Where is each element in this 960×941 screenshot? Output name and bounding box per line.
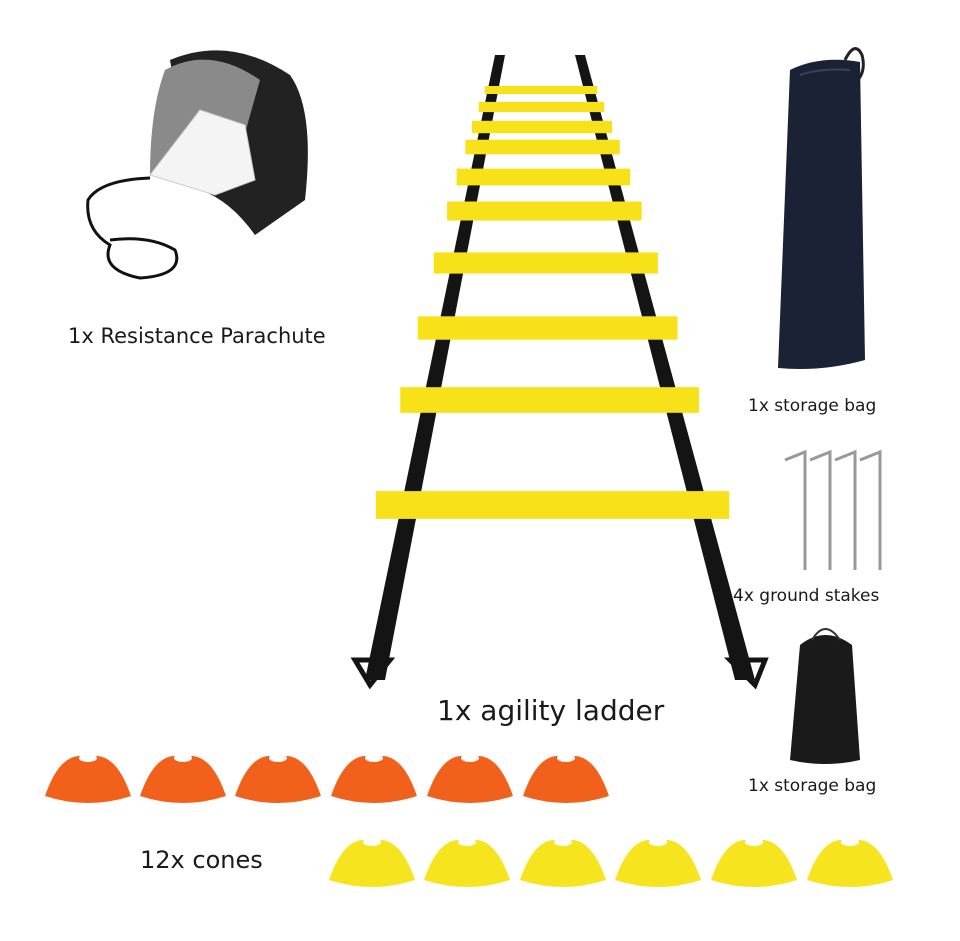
cone-yellow-hole xyxy=(363,838,381,846)
ladder-left-loop xyxy=(350,657,396,690)
cone-orange-hole xyxy=(79,754,97,762)
ladder-rung xyxy=(465,139,620,155)
cone-orange xyxy=(140,754,226,803)
cone-yellow-body xyxy=(615,840,701,887)
cone-yellow xyxy=(329,838,415,887)
cone-yellow-body xyxy=(807,840,893,887)
ladder-rung xyxy=(400,387,700,413)
cone-orange xyxy=(427,754,513,803)
parachute-label: 1x Resistance Parachute xyxy=(68,324,326,348)
ladder-rung xyxy=(472,120,613,134)
cone-orange xyxy=(523,754,609,803)
cone-yellow xyxy=(711,838,797,887)
agility-ladder-label: 1x agility ladder xyxy=(437,694,665,727)
cone-orange-body xyxy=(235,756,321,803)
ground-stake xyxy=(859,449,882,570)
cone-yellow-hole xyxy=(458,838,476,846)
ground-stakes-icon xyxy=(784,449,882,570)
cone-orange-hole xyxy=(365,754,383,762)
parachute-icon xyxy=(86,50,308,280)
cone-yellow-hole xyxy=(841,838,859,846)
cone-yellow xyxy=(424,838,510,887)
cone-yellow-body xyxy=(711,840,797,887)
storage-bag-large-label: 1x storage bag xyxy=(748,396,877,416)
storage-bag-large-icon xyxy=(778,47,865,369)
ladder-right-loop xyxy=(723,657,769,690)
cone-yellow-body xyxy=(424,840,510,887)
ladder-rung xyxy=(456,168,631,186)
cone-orange-hole xyxy=(174,754,192,762)
cone-orange xyxy=(331,754,417,803)
cone-yellow-body xyxy=(329,840,415,887)
cone-orange-body xyxy=(427,756,513,803)
cone-orange-hole xyxy=(557,754,575,762)
cone-orange-hole xyxy=(461,754,479,762)
cone-yellow-hole xyxy=(554,838,572,846)
ladder-rung xyxy=(447,201,642,221)
ladder-rung xyxy=(375,491,730,519)
ladder-rung xyxy=(417,316,678,340)
storage-bag-small-label: 1x storage bag xyxy=(748,776,877,796)
storage-bag-small-icon xyxy=(790,628,860,764)
ladder-rung xyxy=(433,252,658,274)
cone-yellow-body xyxy=(520,840,606,887)
cone-orange-body xyxy=(331,756,417,803)
ground-stake xyxy=(809,449,832,570)
cone-orange-body xyxy=(140,756,226,803)
cones-label: 12x cones xyxy=(140,846,263,874)
agility-ladder-icon xyxy=(350,55,769,690)
ground-stake xyxy=(834,449,857,570)
cone-yellow-hole xyxy=(745,838,763,846)
cone-orange-body xyxy=(523,756,609,803)
cone-orange-body xyxy=(45,756,131,803)
ladder-rung xyxy=(478,101,605,113)
cone-yellow-hole xyxy=(649,838,667,846)
cone-orange xyxy=(235,754,321,803)
cone-orange xyxy=(45,754,131,803)
cones-group xyxy=(45,754,893,887)
ground-stake xyxy=(784,449,807,570)
ground-stakes-label: 4x ground stakes xyxy=(733,586,880,606)
cone-orange-hole xyxy=(269,754,287,762)
cone-yellow xyxy=(615,838,701,887)
cone-yellow xyxy=(807,838,893,887)
cone-yellow xyxy=(520,838,606,887)
ladder-rung xyxy=(484,86,598,94)
